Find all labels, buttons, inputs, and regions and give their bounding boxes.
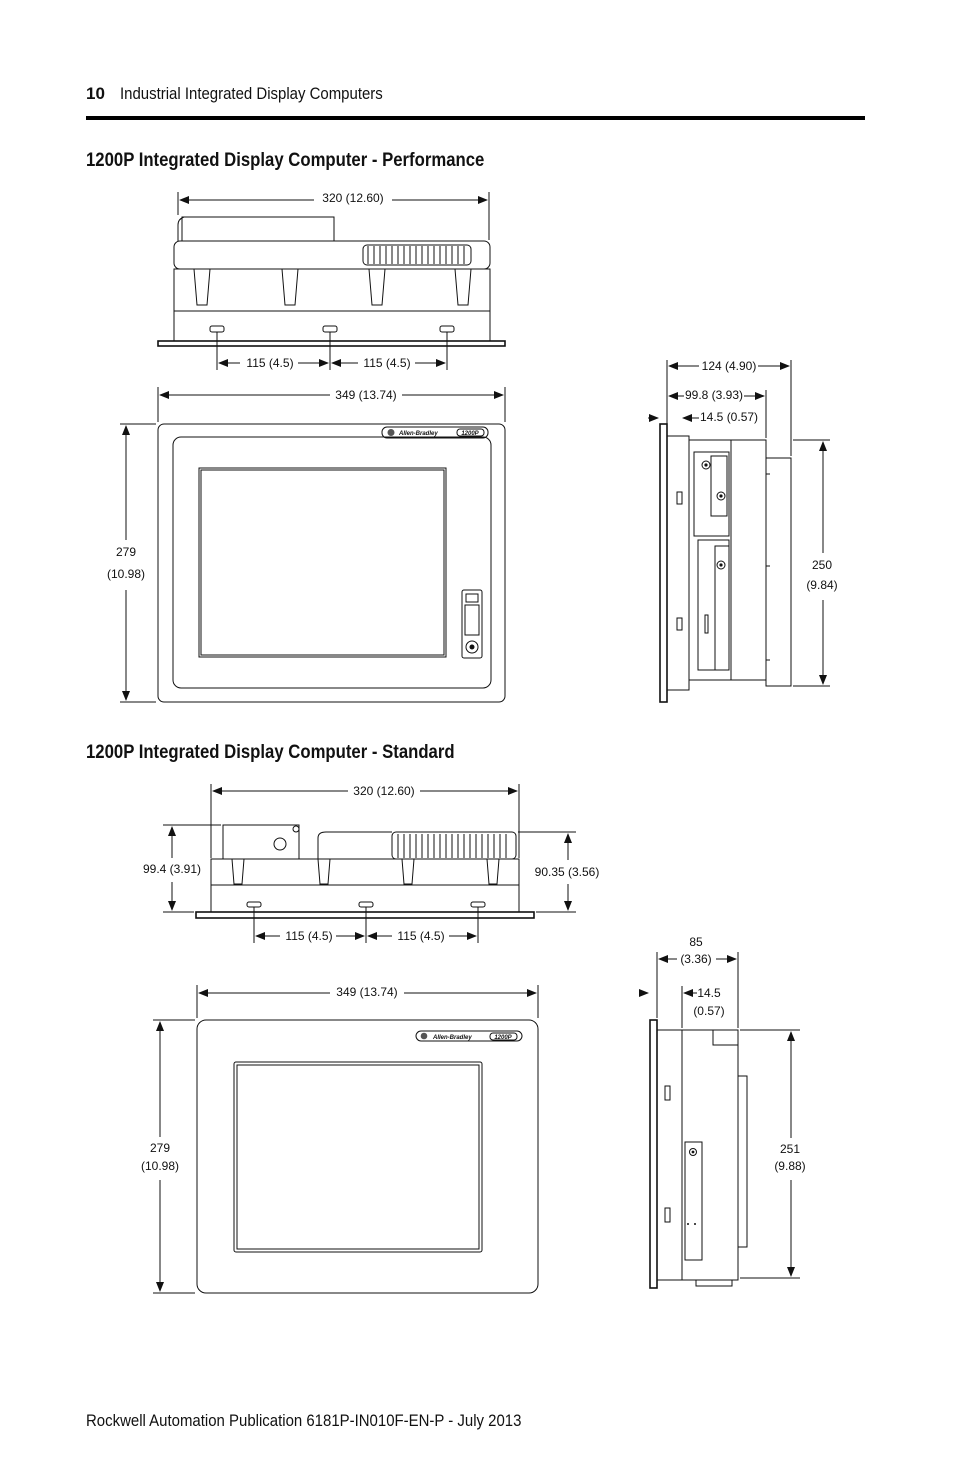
std-slot-spacing-1-label: 115 (4.5) [285, 929, 332, 943]
std-brand-logo: Allen-Bradley [432, 1035, 472, 1041]
heatsink-fins [367, 246, 465, 264]
standard-front-view: Allen-Bradley 1200P 349 (13.74) 279 (10.… [141, 985, 539, 1294]
perf-model-badge: 1200P [461, 431, 479, 437]
perf-slot-spacing-1-label: 115 (4.5) [246, 356, 293, 370]
section-title-performance: 1200P Integrated Display Computer - Perf… [86, 150, 485, 171]
perf-usb-port [461, 589, 483, 659]
std-left-height-label: 99.4 (3.91) [143, 862, 201, 876]
std-heatsink-fins [397, 834, 507, 858]
perf-side-height-label-2: (9.84) [806, 578, 837, 592]
perf-side-body-depth-label: 99.8 (3.93) [685, 388, 743, 402]
std-side-height-label-1: 251 [780, 1142, 800, 1156]
std-top-width-label: 320 (12.60) [353, 784, 414, 798]
performance-side-view: 124 (4.90) 99.8 (3.93) 14.5 (0.57) 250 (… [648, 359, 838, 703]
perf-brand-logo: Allen-Bradley [398, 431, 438, 437]
perf-front-height-label-1: 279 [116, 545, 136, 559]
perf-side-depth-label: 124 (4.90) [702, 359, 757, 373]
std-bezel-depth-label-1: 14.5 [697, 986, 721, 1000]
std-side-height-label-2: (9.88) [774, 1159, 805, 1173]
standard-top-view: 320 (12.60) 99.4 (3.91) 90.35 (3.56) 115… [143, 784, 599, 943]
std-side-depth-label-1: 85 [689, 935, 703, 949]
perf-bezel-depth-label: 14.5 (0.57) [700, 410, 758, 424]
performance-front-view: Allen-Bradley 1200P 349 (13.74) 279 (10.… [107, 387, 506, 703]
section-title-standard: 1200P Integrated Display Computer - Stan… [86, 742, 455, 763]
std-front-height-label-1: 279 [150, 1141, 170, 1155]
performance-top-view: 320 (12.60) 115 (4.5) 115 (4.5) [157, 191, 506, 370]
perf-top-width-label: 320 (12.60) [322, 191, 383, 205]
header-rule [86, 116, 865, 120]
perf-front-height-label-2: (10.98) [107, 567, 145, 581]
std-front-height-label-2: (10.98) [141, 1159, 179, 1173]
std-right-height-label: 90.35 (3.56) [535, 865, 600, 879]
publication-footer: Rockwell Automation Publication 6181P-IN… [86, 1411, 522, 1430]
std-slot-spacing-2-label: 115 (4.5) [397, 929, 444, 943]
perf-slot-spacing-2-label: 115 (4.5) [363, 356, 410, 370]
std-model-badge: 1200P [494, 1035, 512, 1041]
page-number: 10 [86, 84, 105, 103]
std-bezel-depth-label-2: (0.57) [693, 1004, 724, 1018]
standard-side-view: 85 (3.36) 14.5 (0.57) 251 (9.88) [639, 935, 806, 1289]
perf-front-width-label: 349 (13.74) [335, 388, 396, 402]
running-header-title: Industrial Integrated Display Computers [120, 84, 383, 103]
std-side-depth-label-2: (3.36) [680, 952, 711, 966]
std-front-width-label: 349 (13.74) [336, 985, 397, 999]
perf-side-height-label-1: 250 [812, 558, 832, 572]
